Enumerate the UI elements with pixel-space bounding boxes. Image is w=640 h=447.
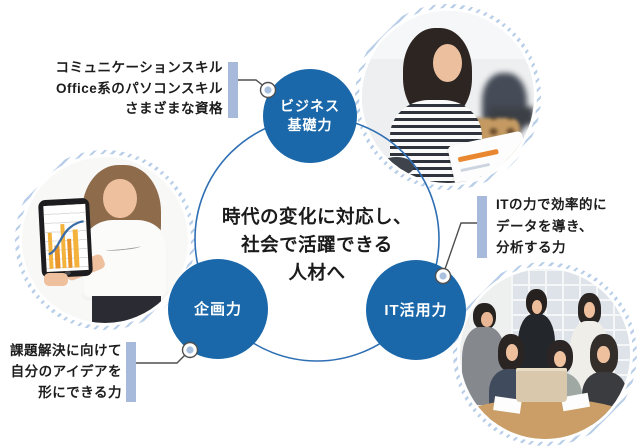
node-it-utilization-label: IT活用力 xyxy=(384,301,448,319)
callout-line: 課題解決に向けて xyxy=(10,343,122,358)
student-face xyxy=(432,43,462,82)
node-business-basics: ビジネス 基礎力 xyxy=(263,69,357,163)
laptop xyxy=(516,367,568,402)
photo-woman-with-tablet xyxy=(15,150,195,330)
photo-student-group-image xyxy=(460,269,630,439)
computer-mouse xyxy=(379,157,414,177)
photo-student-at-pc-image xyxy=(362,11,534,183)
photo-woman-with-tablet-image xyxy=(22,157,188,323)
callout-bar-it xyxy=(477,196,487,258)
center-message-line2: 社会で活躍できる xyxy=(241,234,393,255)
dark-skirt xyxy=(91,296,162,323)
chart-trend-line xyxy=(48,219,84,256)
woman-face xyxy=(103,178,137,219)
woman-hand xyxy=(43,273,69,287)
textbook-lines xyxy=(460,162,491,173)
center-message-line3: 人材へ xyxy=(288,262,346,283)
photo-student-group xyxy=(453,262,637,446)
connector-line-business xyxy=(238,79,267,89)
center-message: 時代の変化に対応し、 社会で活躍できる 人材へ xyxy=(187,203,447,287)
callout-line: ITの力で効率的に xyxy=(496,197,607,212)
callout-it-utilization: ITの力で効率的に データを導き、 分析する力 xyxy=(496,194,636,259)
round-table xyxy=(460,398,630,439)
callout-business-basics: コミュニケーションスキル Office系のパソコンスキル さまざまな資格 xyxy=(30,58,223,120)
callout-line: コミュニケーションスキル xyxy=(55,60,223,75)
connector-line-planning xyxy=(136,351,189,364)
node-planning-label: 企画力 xyxy=(193,300,242,318)
callout-line: さまざまな資格 xyxy=(125,101,223,116)
textbook-highlight xyxy=(457,149,500,163)
photo-student-at-pc xyxy=(355,4,541,190)
tablet xyxy=(38,197,94,278)
callout-bar-business xyxy=(228,62,238,118)
tshirt-script xyxy=(105,243,141,252)
callout-line: 自分のアイデアを xyxy=(10,364,122,379)
center-message-line1: 時代の変化に対応し、 xyxy=(221,206,412,227)
callout-bar-planning xyxy=(126,342,136,402)
callout-planning: 課題解決に向けて 自分のアイデアを 形にできる力 xyxy=(0,340,122,403)
callout-line: データを導き、 xyxy=(496,218,594,234)
callout-line: 形にできる力 xyxy=(38,385,122,400)
node-business-basics-label-line2: 基礎力 xyxy=(287,117,333,133)
callout-line: Office系のパソコンスキル xyxy=(56,80,223,96)
node-business-basics-label-line1: ビジネス xyxy=(280,98,340,114)
connector-line-it xyxy=(443,222,479,273)
callout-line: 分析する力 xyxy=(496,240,566,255)
tablet-screen xyxy=(43,203,89,272)
